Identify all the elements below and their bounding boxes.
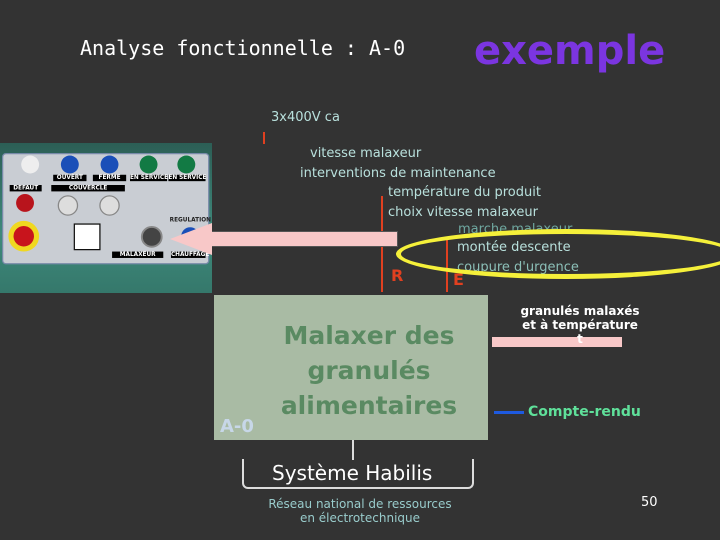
emergency-button	[13, 225, 34, 247]
page-number: 50	[641, 495, 658, 510]
page-title: Analyse fonctionnelle : A-0	[80, 36, 406, 60]
e-label: E	[453, 270, 464, 289]
panel-label: COUVERCLE	[51, 185, 125, 192]
blue-light	[60, 155, 79, 174]
black-button	[140, 225, 163, 248]
footer-line2: en électrotechnique	[299, 511, 421, 525]
blue-light	[100, 155, 119, 174]
control-label: température du produit	[388, 185, 541, 200]
emergency-stop	[8, 220, 40, 252]
control-panel-photo: OUVERT FERME EN SERVICE EN SERVICE DEFAU…	[0, 143, 212, 293]
output-product: granulés malaxés et à température t	[520, 304, 640, 346]
support-bracket	[242, 459, 474, 489]
output-arrow	[492, 337, 622, 347]
white-light	[21, 155, 40, 174]
example-badge: exemple	[474, 28, 666, 74]
cover-button	[99, 195, 120, 216]
green-light	[177, 155, 196, 174]
highlight-ellipse	[396, 229, 720, 279]
support-line	[352, 440, 354, 460]
cover-button	[57, 195, 79, 216]
pointer-arrowhead	[170, 223, 212, 255]
output-report: Compte-rendu	[528, 404, 641, 420]
panel-label: EN SERVICE	[168, 174, 207, 182]
panel-label: MALAXEUR	[112, 251, 164, 258]
report-arrow	[494, 411, 524, 414]
r-label: R	[391, 266, 404, 285]
control-label: vitesse malaxeur	[310, 146, 422, 161]
energy-input-label: 3x400V ca	[271, 110, 340, 125]
green-light	[139, 155, 158, 174]
panel-label: DEFAUT	[9, 185, 42, 192]
support-label: Système Habilis	[272, 461, 433, 485]
function-box	[214, 295, 488, 440]
function-text: Malaxer des granulés alimentaires	[280, 321, 458, 420]
control-label: interventions de maintenance	[300, 166, 496, 181]
energy-arrow	[263, 132, 265, 144]
red-light	[16, 193, 34, 212]
footer-line1: Réseau national de ressources	[268, 497, 452, 511]
pointer-arrow	[210, 231, 398, 247]
panel-label: REGULATION	[169, 217, 211, 224]
panel-label: OUVERT	[53, 174, 87, 182]
panel-label: EN SERVICE	[130, 174, 169, 182]
control-label: choix vitesse malaxeur	[388, 205, 538, 220]
panel-label: FERME	[92, 174, 127, 182]
selector-switch	[73, 223, 101, 251]
function-id: A-0	[220, 416, 254, 437]
